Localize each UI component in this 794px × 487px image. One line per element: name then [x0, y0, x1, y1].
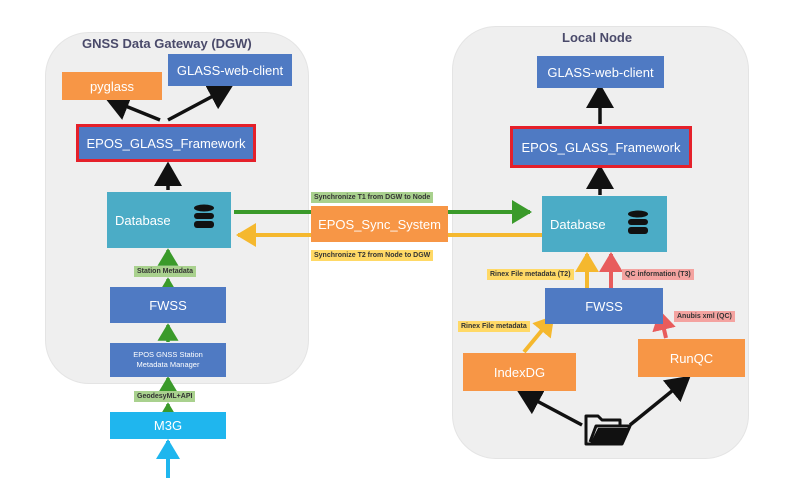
- arrow-framework-to-webclient: [167, 84, 234, 122]
- rinex-metadata-label: Rinex File metadata: [458, 321, 530, 332]
- rinex-t2-label: Rinex File metadata (T2): [487, 269, 574, 280]
- m3g-box: M3G: [110, 412, 226, 439]
- node-fwss-box: FWSS: [545, 288, 663, 324]
- pyglass-label: pyglass: [89, 78, 135, 94]
- dgw-database-label: Database: [115, 212, 171, 228]
- node-web-client-label: GLASS-web-client: [547, 64, 654, 80]
- dgw-title: GNSS Data Gateway (DGW): [82, 36, 252, 51]
- dgw-web-client-box: GLASS-web-client: [168, 54, 292, 86]
- arrow-framework-to-pyglass: [104, 93, 161, 122]
- pyglass-box: pyglass: [62, 72, 162, 100]
- sync-system-box: EPOS_Sync_System: [311, 206, 448, 242]
- node-framework-label: EPOS_GLASS_Framework: [521, 139, 681, 155]
- dgw-web-client-label: GLASS-web-client: [176, 62, 284, 78]
- station-metadata-manager-box: EPOS GNSS Station Metadata Manager: [110, 343, 226, 377]
- arrow-folder-to-runqc: [628, 375, 691, 427]
- folder-icon: [584, 414, 632, 446]
- sync-system-label: EPOS_Sync_System: [318, 216, 441, 232]
- node-framework-box: EPOS_GLASS_Framework: [510, 126, 692, 168]
- anubis-label: Anubis xml (QC): [674, 311, 735, 322]
- qc-t3-label: QC information (T3): [622, 269, 694, 280]
- station-metadata-label: Station Metadata: [134, 266, 197, 277]
- dgw-framework-box: EPOS_GLASS_Framework: [76, 124, 256, 162]
- dgw-fwss-box: FWSS: [110, 287, 226, 323]
- node-title: Local Node: [562, 30, 633, 45]
- geodesyml-label: GeodesyML+API: [134, 391, 196, 402]
- dgw-framework-label: EPOS_GLASS_Framework: [86, 135, 246, 151]
- node-web-client-box: GLASS-web-client: [537, 56, 664, 88]
- dgw-fwss-label: FWSS: [149, 297, 187, 313]
- database-icon: [628, 210, 648, 234]
- arrow-folder-to-indexdg: [516, 389, 583, 427]
- manager-line2: Metadata Manager: [136, 360, 200, 369]
- runqc-box: RunQC: [638, 339, 745, 377]
- sync-t2-label: Synchronize T2 from Node to DGW: [311, 250, 434, 261]
- dgw-database-box: Database: [107, 192, 231, 248]
- database-icon: [194, 204, 214, 228]
- node-database-label: Database: [550, 216, 606, 232]
- node-fwss-label: FWSS: [585, 298, 623, 314]
- m3g-label: M3G: [153, 418, 183, 433]
- runqc-label: RunQC: [669, 350, 714, 366]
- sync-t1-label: Synchronize T1 from DGW to Node: [311, 192, 434, 203]
- manager-line1: EPOS GNSS Station: [133, 350, 203, 359]
- indexdg-box: IndexDG: [463, 353, 576, 391]
- indexdg-label: IndexDG: [493, 364, 546, 380]
